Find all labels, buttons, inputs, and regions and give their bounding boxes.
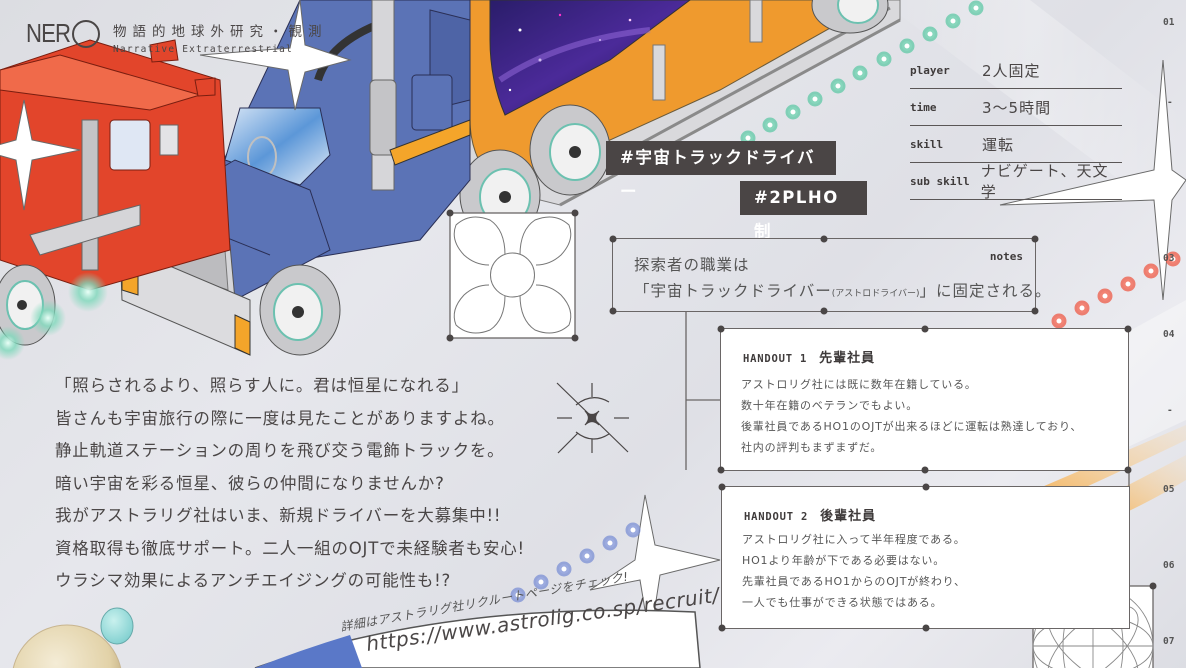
spec-value: 運転 [982, 135, 1015, 154]
spec-value: 2人固定 [982, 61, 1041, 80]
trailer [429, 0, 901, 241]
title-jp: 物語的地球外研究・観測 [113, 24, 328, 40]
brand-subtitle: 物語的地球外研究・観測 Narrative Extraterrestrial [113, 20, 328, 55]
corner-dot [609, 235, 617, 243]
handout-body: アストロリグ社に入って半年程度である。 HO1より年齢が下である必要はない。 先… [742, 529, 966, 613]
hashtag-format: #2PLHO制 [740, 181, 867, 241]
corner-dot [921, 325, 928, 333]
copy-line: 皆さんも宇宙旅行の際に一度は見たことがありますよね。 [55, 408, 505, 428]
corner-dot [717, 466, 725, 474]
blue-dot-trail [510, 522, 641, 603]
corner-dot [717, 325, 725, 333]
index-04: 04 [1163, 329, 1175, 340]
corner-dot [718, 624, 726, 632]
side-index: 01 - 03 04 - 05 06 07 [1163, 0, 1183, 668]
copy-line: 資格取得も徹底サポート。二人一組のOJTで未経験者も安心! [55, 538, 525, 558]
corner-dot [1124, 325, 1132, 333]
handout-title: HANDOUT 1 先輩社員 [743, 347, 875, 366]
logo-o-circle-icon [71, 19, 100, 48]
corner-dot [921, 466, 928, 474]
notes-line-2: 「宇宙トラックドライバー(アストロドライバー)」に固定される。 [634, 279, 1052, 301]
corner-dot [1031, 307, 1039, 315]
index-06: 06 [1163, 560, 1175, 571]
compass-star-icon [556, 382, 629, 454]
handout-name: 後輩社員 [820, 509, 877, 524]
corner-dot [1124, 466, 1132, 474]
spec-table: player 2人固定 time 3〜5時間 skill 運転 sub skil… [910, 52, 1122, 201]
notes-line-2-post: 」に固定される。 [919, 282, 1052, 300]
recruit-copy: 「照らされるより、照らす人に。君は恒星になれる」 皆さんも宇宙旅行の際に一度は見… [55, 370, 525, 598]
notes-line-2-pre: 「宇宙トラックドライバー [634, 282, 832, 300]
handout-body: アストロリグ社には既に数年在籍している。 数十年在籍のベテランでもよい。 後輩社… [741, 374, 1082, 458]
recruit-banner [254, 609, 701, 668]
copy-line: ウラシマ効果によるアンチエイジングの可能性も!? [55, 571, 452, 590]
sparkle-icons [0, 0, 1186, 641]
index-dash: - [1167, 405, 1173, 416]
brand-logo: NER [26, 18, 100, 49]
flower-emblem-icon [446, 209, 579, 342]
red-truck [0, 39, 231, 346]
handout-card-2: HANDOUT 2 後輩社員 アストロリグ社に入って半年程度である。 HO1より… [718, 483, 1130, 632]
copy-line: 静止軌道ステーションの周りを飛び交う電飾トラックを。 [55, 441, 505, 460]
handout-line: 社内の評判もまずまずだ。 [741, 441, 883, 454]
handout-line: 数十年在籍のベテランでもよい。 [741, 399, 918, 412]
handout-tag: HANDOUT 1 [743, 353, 808, 365]
spec-key: player [910, 63, 950, 77]
spec-row-sub-skill: sub skill ナビゲート、天文学 [910, 162, 1122, 201]
index-dash: - [1167, 97, 1173, 108]
corner-dot [820, 235, 828, 243]
handout-line: 先輩社員であるHO1からのOJTが終わり、 [742, 575, 966, 588]
spec-key: sub skill [910, 174, 970, 188]
index-07: 07 [1163, 636, 1175, 647]
corner-dot [922, 624, 929, 632]
notes-line-2-ruby: (アストロドライバー) [831, 289, 920, 299]
index-03: 03 [1163, 253, 1175, 264]
spec-row-time: time 3〜5時間 [910, 89, 1122, 126]
logo-text: NER [26, 18, 71, 48]
spec-key: time [910, 100, 937, 114]
handout-line: アストロリグ社に入って半年程度である。 [742, 533, 966, 546]
index-01: 01 [1163, 17, 1175, 28]
handout-line: 一人でも仕事ができる状態ではある。 [742, 596, 943, 609]
notes-line-1: 探索者の職業は [634, 256, 750, 274]
corner-dot [922, 483, 929, 491]
spec-row-skill: skill 運転 [910, 126, 1122, 163]
notes-box: notes 探索者の職業は 「宇宙トラックドライバー(アストロドライバー)」に固… [609, 235, 1051, 315]
corner-dot [1031, 235, 1039, 243]
spec-key: skill [910, 137, 944, 151]
handout-title: HANDOUT 2 後輩社員 [744, 505, 876, 524]
green-dot-trail [740, 0, 984, 146]
handout-tag: HANDOUT 2 [744, 511, 809, 523]
red-dot-trail [1051, 251, 1181, 329]
copy-line: 我がアストラリグ社はいま、新規ドライバーを大募集中!! [55, 506, 502, 525]
hashtag-job: #宇宙トラックドライバー [606, 141, 836, 201]
corner-dot [820, 307, 828, 315]
corner-dot [718, 483, 726, 491]
notes-label: notes [989, 250, 1023, 263]
index-05: 05 [1163, 484, 1175, 495]
spec-value: ナビゲート、天文学 [980, 162, 1109, 201]
title-en: Narrative Extraterrestrial [113, 44, 293, 55]
spec-row-player: player 2人固定 [910, 52, 1122, 89]
handout-line: アストロリグ社には既に数年在籍している。 [741, 378, 977, 391]
handout-line: HO1より年齢が下である必要はない。 [742, 554, 945, 567]
handout-name: 先輩社員 [819, 351, 876, 366]
copy-headline: 「照らされるより、照らす人に。君は恒星になれる」 [55, 376, 469, 395]
handout-line: 後輩社員であるHO1のOJTが出来るほどに運転は熟達しており、 [741, 420, 1083, 433]
spec-value: 3〜5時間 [982, 98, 1052, 117]
corner-dot [609, 307, 617, 315]
planet-illustration [12, 607, 134, 668]
copy-line: 暗い宇宙を彩る恒星、彼らの仲間になりませんか? [55, 473, 445, 493]
handout-card-1: HANDOUT 1 先輩社員 アストロリグ社には既に数年在籍している。 数十年在… [717, 325, 1132, 474]
